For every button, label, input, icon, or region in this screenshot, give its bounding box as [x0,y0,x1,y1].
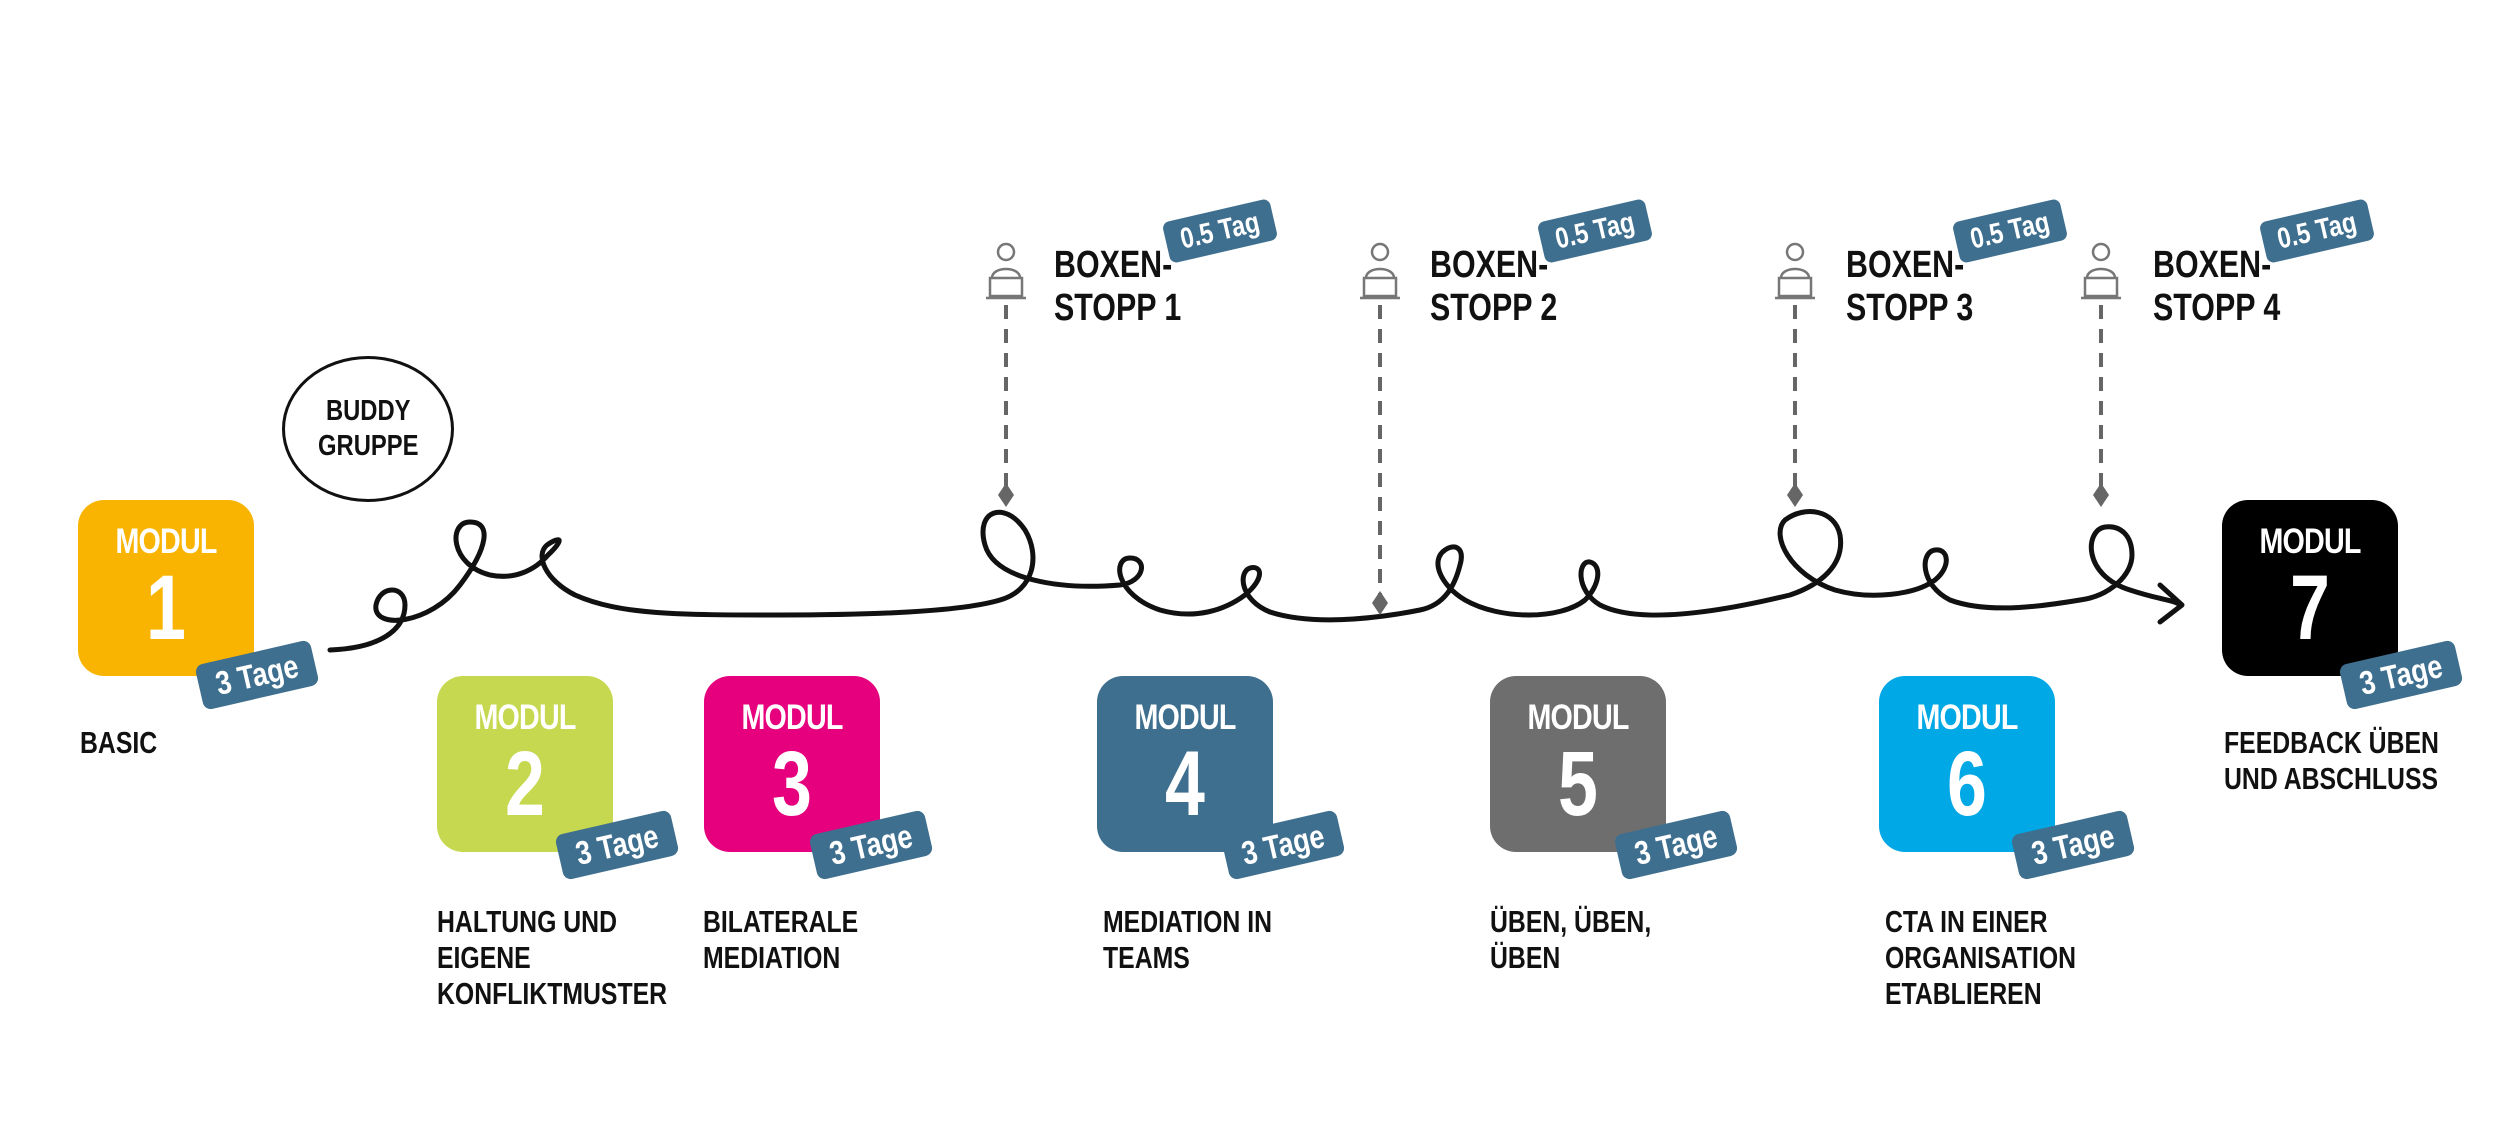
module-2-desc-line-3: KONFLIKTMUSTER [437,976,668,1011]
pit-stop-2-line1: BOXEN- [1430,244,1549,286]
person-at-desk-icon [1360,242,1400,300]
module-5-tile: MODUL 5 [1490,676,1666,852]
module-6-number: 6 [1947,733,1987,835]
module-6-label: MODUL [1916,698,2018,737]
pit-stop-3-title: BOXEN- STOPP 3 [1846,244,1973,330]
module-7-desc-line-1: FEEDBACK ÜBEN [2224,725,2439,760]
pit-stop-3-line2: STOPP 3 [1846,287,1974,329]
module-2-desc-line-1: HALTUNG UND [437,904,618,939]
module-1-tile: MODUL 1 [78,500,254,676]
module-7-number: 7 [2290,557,2330,659]
buddy-group-label: BUDDY GRUPPE [318,394,418,464]
module-1-number: 1 [146,557,186,659]
module-5-desc-line-2: ÜBEN [1490,940,1561,975]
person-at-desk-icon [2081,242,2121,300]
module-3-number: 3 [772,733,812,835]
buddy-group-line2: GRUPPE [317,430,419,462]
module-4-number: 4 [1165,733,1205,835]
module-5-description: ÜBEN, ÜBEN, ÜBEN [1490,904,1651,976]
module-4-desc-line-1: MEDIATION IN [1103,904,1272,939]
module-7-label: MODUL [2259,522,2361,561]
module-4-label: MODUL [1134,698,1236,737]
pit-stop-2-line2: STOPP 2 [1430,287,1558,329]
module-1-description: BASIC [80,725,157,761]
module-6-desc-line-3: ETABLIEREN [1885,976,2042,1011]
module-5-label: MODUL [1527,698,1629,737]
module-1-label: MODUL [115,522,217,561]
module-7-tile: MODUL 7 [2222,500,2398,676]
person-at-desk-icon [1775,242,1815,300]
pit-stop-4-line1: BOXEN- [2153,244,2272,286]
module-5-number: 5 [1558,733,1598,835]
pit-stop-4-connector [2093,305,2109,507]
journey-path-line [327,509,2183,653]
module-6-desc-line-1: CTA IN EINER [1885,904,2048,939]
pit-stop-1-line2: STOPP 1 [1054,287,1182,329]
module-2-desc-line-2: EIGENE [437,940,531,975]
module-6-tile: MODUL 6 [1879,676,2055,852]
module-4-desc-line-2: TEAMS [1103,940,1190,975]
pit-stop-3-connector [1787,305,1803,507]
module-3-desc-line-2: MEDIATION [703,940,841,975]
module-3-description: BILATERALE MEDIATION [703,904,858,976]
module-3-tile: MODUL 3 [704,676,880,852]
module-2-number: 2 [505,733,545,835]
module-4-description: MEDIATION IN TEAMS [1103,904,1272,976]
pit-stop-1-connector [998,305,1014,507]
module-7-description: FEEDBACK ÜBEN UND ABSCHLUSS [2224,725,2439,797]
person-at-desk-icon [986,242,1026,300]
module-6-desc-line-2: ORGANISATION [1885,940,2077,975]
module-2-label: MODUL [474,698,576,737]
module-2-tile: MODUL 2 [437,676,613,852]
module-5-desc-line-1: ÜBEN, ÜBEN, [1490,904,1652,939]
module-6-description: CTA IN EINER ORGANISATION ETABLIEREN [1885,904,2076,1012]
pit-stop-1-line1: BOXEN- [1054,244,1173,286]
pit-stop-2-title: BOXEN- STOPP 2 [1430,244,1557,330]
module-4-tile: MODUL 4 [1097,676,1273,852]
journey-arrowhead [2157,582,2185,625]
module-3-label: MODUL [741,698,843,737]
module-7-desc-line-2: UND ABSCHLUSS [2224,761,2439,796]
module-2-description: HALTUNG UND EIGENE KONFLIKTMUSTER [437,904,667,1012]
module-1-desc-line-1: BASIC [80,725,158,760]
buddy-group-bubble: BUDDY GRUPPE [282,356,454,502]
pit-stop-1-title: BOXEN- STOPP 1 [1054,244,1181,330]
buddy-group-line1: BUDDY [325,395,411,427]
pit-stop-4-title: BOXEN- STOPP 4 [2153,244,2280,330]
module-3-desc-line-1: BILATERALE [703,904,859,939]
pit-stop-3-line1: BOXEN- [1846,244,1965,286]
pit-stop-2-connector [1372,305,1388,615]
pit-stop-4-line2: STOPP 4 [2153,287,2281,329]
